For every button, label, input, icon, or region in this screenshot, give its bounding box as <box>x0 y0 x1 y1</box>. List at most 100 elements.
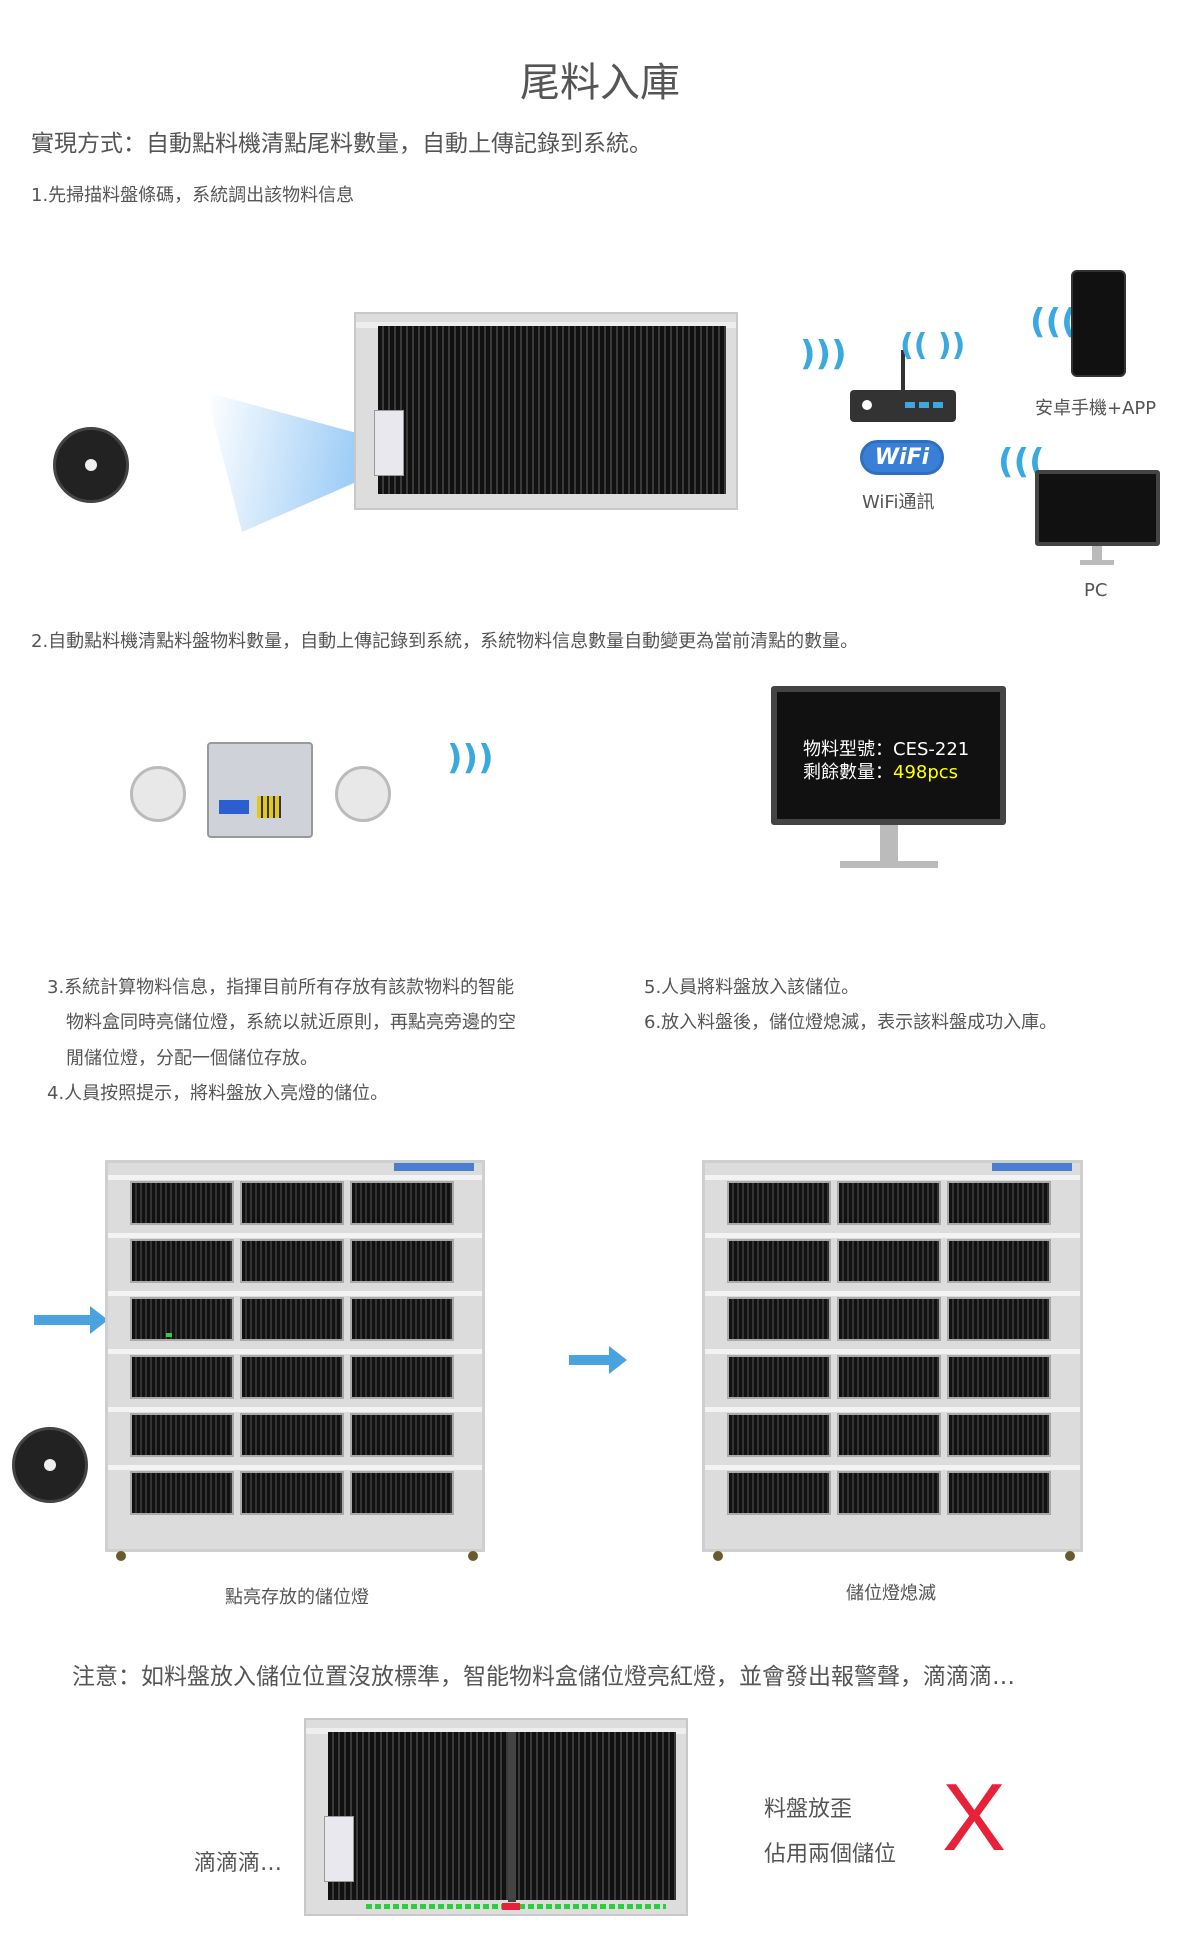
step-4: 4.人員按照提示，將料盤放入亮燈的儲位。 <box>47 1083 389 1104</box>
storage-slot <box>130 1181 234 1225</box>
storage-slot <box>350 1297 454 1341</box>
data-monitor: 物料型號：CES-221 剩餘數量：498pcs <box>771 686 1006 825</box>
subtitle: 實現方式：自動點料機清點尾料數量，自動上傳記錄到系統。 <box>31 131 652 157</box>
storage-slot <box>837 1239 941 1283</box>
arrow-right-icon <box>34 1306 108 1334</box>
monitor-base <box>1080 560 1114 565</box>
step-3-line-1: 3.系統計算物料信息，指揮目前所有存放有該款物料的智能 <box>47 977 515 998</box>
step-3-line-2: 物料盒同時亮儲位燈，系統以就近原則，再點亮旁邊的空 <box>66 1012 516 1033</box>
page-title: 尾料入庫 <box>520 60 680 106</box>
storage-slot <box>240 1413 344 1457</box>
storage-slot <box>727 1181 831 1225</box>
pc-monitor-icon <box>1035 470 1160 546</box>
wrong-label-1: 料盤放歪 <box>764 1797 853 1822</box>
storage-slot <box>240 1297 344 1341</box>
storage-slot <box>947 1297 1051 1341</box>
phone-label: 安卓手機+APP <box>1035 398 1157 419</box>
storage-slot <box>240 1239 344 1283</box>
wifi-logo: WiFi <box>860 440 944 475</box>
reel-icon <box>53 427 129 503</box>
model-value: CES-221 <box>893 739 970 760</box>
monitor-stand <box>1092 546 1102 560</box>
cabinet-shelf <box>705 1291 1080 1296</box>
storage-slot <box>240 1355 344 1399</box>
red-alarm-light <box>502 1903 520 1910</box>
cabinet-shelf <box>705 1175 1080 1180</box>
reel-left <box>130 766 186 822</box>
wifi-wave-icon: ))) <box>800 334 847 374</box>
storage-slot <box>727 1297 831 1341</box>
model-label: 物料型號： <box>803 739 893 760</box>
router-icon <box>850 350 956 422</box>
cabinet-wheel <box>713 1551 723 1561</box>
step-6: 6.放入料盤後，儲位燈熄滅，表示該料盤成功入庫。 <box>644 1012 1058 1033</box>
cabinet-shelf <box>705 1407 1080 1412</box>
step-2: 2.自動點料機清點料盤物料數量，自動上傳記錄到系統，系統物料信息數量自動變更為當… <box>31 631 859 652</box>
storage-slot <box>350 1181 454 1225</box>
storage-slot <box>130 1355 234 1399</box>
storage-slot <box>727 1239 831 1283</box>
cabinet-shelf <box>108 1233 482 1238</box>
step-1: 1.先掃描料盤條碼，系統調出該物料信息 <box>31 185 355 206</box>
slot-light-on <box>166 1333 172 1337</box>
wifi-label: WiFi通訊 <box>862 492 935 513</box>
storage-slot <box>350 1355 454 1399</box>
storage-cabinet-off <box>702 1160 1083 1561</box>
cabinet-wheel <box>116 1551 126 1561</box>
reel-icon <box>12 1427 88 1503</box>
pc-label: PC <box>1084 580 1108 601</box>
caption-off: 儲位燈熄滅 <box>846 1583 936 1604</box>
phone-icon <box>1071 270 1126 377</box>
cabinet-shelf <box>108 1291 482 1296</box>
storage-cabinet-lit <box>105 1160 485 1561</box>
misplaced-reel <box>508 1732 516 1902</box>
qty-label: 剩餘數量： <box>803 762 893 783</box>
storage-slot <box>727 1471 831 1515</box>
cabinet-shelf <box>705 1465 1080 1470</box>
storage-slot <box>240 1181 344 1225</box>
step-5: 5.人員將料盤放入該儲位。 <box>644 977 860 998</box>
storage-slot <box>130 1297 234 1341</box>
cabinet-wheel <box>1065 1551 1075 1561</box>
cabinet-shelf <box>108 1465 482 1470</box>
storage-slot <box>947 1355 1051 1399</box>
storage-slot <box>947 1181 1051 1225</box>
misplaced-reel-image <box>304 1718 688 1916</box>
cabinet-label-strip <box>992 1163 1072 1171</box>
storage-slot <box>837 1413 941 1457</box>
storage-slot <box>727 1355 831 1399</box>
reel-right <box>335 766 391 822</box>
monitor-base <box>840 861 938 868</box>
storage-slot <box>837 1471 941 1515</box>
storage-slot <box>837 1181 941 1225</box>
warning-note: 注意：如料盤放入儲位位置沒放標準，智能物料盒儲位燈亮紅燈，並會發出報警聲，滴滴滴… <box>72 1664 1015 1690</box>
phone-signal-icon: ))) <box>1030 302 1077 342</box>
monitor-stand <box>880 825 898 861</box>
storage-slot <box>947 1239 1051 1283</box>
counter-signal-icon: ))) <box>447 738 494 778</box>
smart-storage-box-image <box>354 312 738 510</box>
storage-slot <box>837 1297 941 1341</box>
cabinet-shelf <box>705 1233 1080 1238</box>
router-signal-icon: (( )) <box>900 328 966 363</box>
alarm-sound: 滴滴滴… <box>194 1851 283 1876</box>
storage-slot <box>350 1239 454 1283</box>
reel-counter-machine <box>207 742 313 838</box>
wrong-label-2: 佔用兩個儲位 <box>764 1842 897 1867</box>
storage-slot <box>240 1471 344 1515</box>
error-x-icon: X <box>942 1764 1007 1871</box>
qty-value: 498pcs <box>893 762 959 783</box>
storage-slot <box>947 1471 1051 1515</box>
cabinet-shelf <box>108 1175 482 1180</box>
cabinet-label-strip <box>394 1163 474 1171</box>
storage-slot <box>837 1355 941 1399</box>
storage-slot <box>130 1471 234 1515</box>
storage-slot <box>727 1413 831 1457</box>
cabinet-wheel <box>468 1551 478 1561</box>
storage-slot <box>130 1413 234 1457</box>
cabinet-shelf <box>705 1349 1080 1354</box>
storage-slot <box>350 1413 454 1457</box>
caption-lit: 點亮存放的儲位燈 <box>225 1587 369 1608</box>
step-3-line-3: 閒儲位燈，分配一個儲位存放。 <box>66 1048 318 1069</box>
cabinet-shelf <box>108 1349 482 1354</box>
